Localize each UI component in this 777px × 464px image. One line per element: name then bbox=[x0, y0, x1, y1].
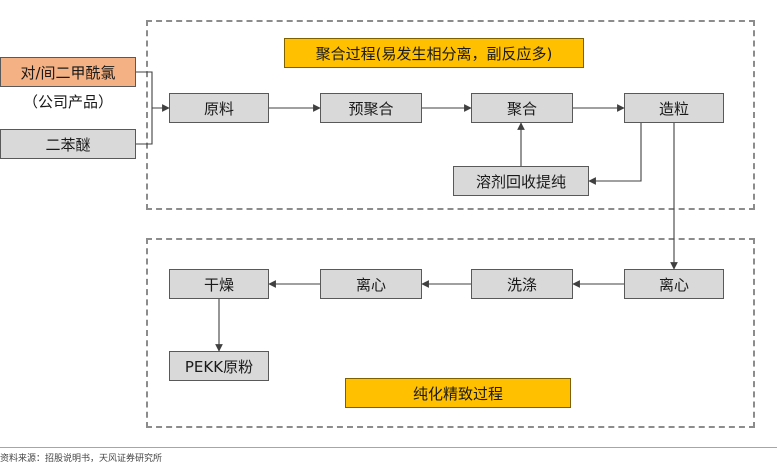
polymerization-region bbox=[146, 20, 755, 210]
diacid-chloride-box: 对/间二甲酰氯 bbox=[0, 57, 136, 87]
polymerization-title: 聚合过程(易发生相分离，副反应多) bbox=[284, 38, 584, 68]
diphenyl-ether-box: 二苯醚 bbox=[0, 129, 136, 159]
drying-box: 干燥 bbox=[169, 269, 269, 299]
centrifuge-1-box: 离心 bbox=[624, 269, 724, 299]
solvent-recovery-box: 溶剂回收提纯 bbox=[453, 166, 589, 196]
centrifuge-2-box: 离心 bbox=[320, 269, 422, 299]
purification-region bbox=[146, 238, 755, 428]
source-note: 资料来源：招股说明书，天风证券研究所 bbox=[0, 454, 163, 464]
edge-diacid-to-merge bbox=[136, 71, 153, 108]
edge-ether-to-merge bbox=[136, 108, 153, 145]
washing-box: 洗涤 bbox=[471, 269, 573, 299]
pekk-powder-box: PEKK原粉 bbox=[169, 351, 269, 381]
raw-material-box: 原料 bbox=[169, 93, 269, 123]
purification-title: 纯化精致过程 bbox=[345, 378, 571, 408]
company-product-label: （公司产品） bbox=[22, 92, 113, 111]
prepolymerization-box: 预聚合 bbox=[320, 93, 422, 123]
edge-granulation-to-recovery bbox=[588, 123, 642, 185]
footer-divider bbox=[0, 447, 777, 448]
polymerization-box: 聚合 bbox=[471, 93, 573, 123]
